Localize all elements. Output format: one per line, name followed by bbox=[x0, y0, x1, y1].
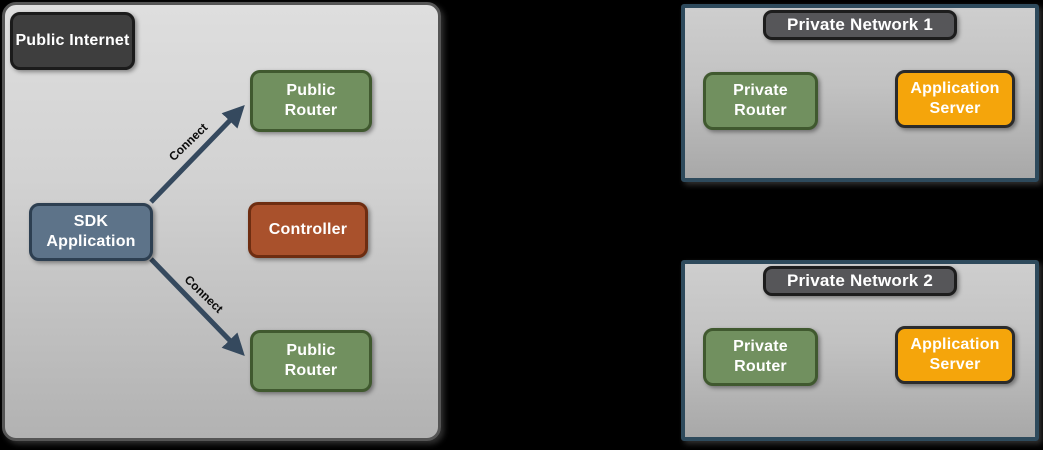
node-application-server-1: Application Server bbox=[895, 70, 1015, 128]
node-sdk-application: SDK Application bbox=[29, 203, 153, 261]
public-internet-zone: Connect Connect Public Internet Public R… bbox=[2, 2, 441, 441]
private-network-1-title: Private Network 1 bbox=[763, 10, 957, 40]
connect-label-bottom: Connect bbox=[182, 272, 226, 315]
node-application-server-2: Application Server bbox=[895, 326, 1015, 384]
connect-arrow-top bbox=[149, 105, 245, 204]
node-controller: Controller bbox=[248, 202, 368, 258]
node-public-router-bottom: Public Router bbox=[250, 330, 372, 392]
private-network-2-zone: Private Network 2 Private Router Applica… bbox=[681, 260, 1039, 441]
node-public-router-top: Public Router bbox=[250, 70, 372, 132]
private-network-2-title: Private Network 2 bbox=[763, 266, 957, 296]
connect-label-top: Connect bbox=[166, 120, 210, 163]
private-network-1-zone: Private Network 1 Private Router Applica… bbox=[681, 4, 1039, 182]
connect-arrow-bottom bbox=[149, 257, 245, 356]
node-private-router-1: Private Router bbox=[703, 72, 818, 130]
public-internet-title: Public Internet bbox=[10, 12, 135, 70]
node-private-router-2: Private Router bbox=[703, 328, 818, 386]
